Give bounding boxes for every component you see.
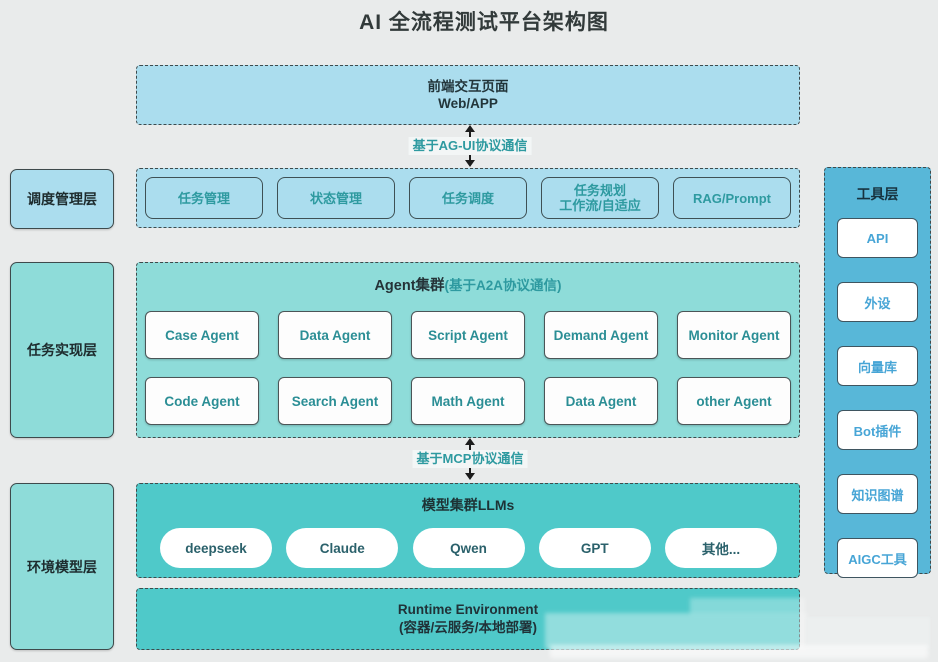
agent-data-2: Data Agent — [544, 377, 658, 425]
agent-case: Case Agent — [145, 311, 259, 359]
tool-peripherals: 外设 — [837, 282, 918, 322]
agent-math: Math Agent — [411, 377, 525, 425]
layer-environment-model-label: 环境模型层 — [27, 558, 97, 575]
agent-cluster-subtitle: (基于A2A协议通信) — [444, 278, 562, 293]
frontend-box: 前端交互页面 Web/APP — [136, 65, 800, 125]
agent-cluster-header: Agent集群(基于A2A协议通信) — [137, 274, 799, 295]
arrow-down-icon — [464, 160, 475, 167]
watermark-smudge — [806, 617, 930, 649]
layer-scheduling-label: 调度管理层 — [27, 191, 97, 207]
layer-task-implementation: 任务实现层 — [10, 262, 114, 438]
dispatch-item-state-management: 状态管理 — [277, 177, 395, 219]
agent-search: Search Agent — [278, 377, 392, 425]
tool-api: API — [837, 218, 918, 258]
agent-cluster: Agent集群(基于A2A协议通信) Case Agent Data Agent… — [136, 262, 800, 438]
agent-script: Script Agent — [411, 311, 525, 359]
dispatch-item-task-planning: 任务规划 工作流/自适应 — [541, 177, 659, 219]
agent-code: Code Agent — [145, 377, 259, 425]
model-claude: Claude — [286, 528, 399, 568]
agent-data-1: Data Agent — [278, 311, 392, 359]
tool-bot-plugin: Bot插件 — [837, 410, 918, 450]
tool-vector-db: 向量库 — [837, 346, 918, 386]
agent-grid: Case Agent Data Agent Script Agent Deman… — [145, 311, 791, 425]
layer-scheduling: 调度管理层 — [10, 169, 114, 229]
dispatch-item-task-management: 任务管理 — [145, 177, 263, 219]
tool-layer-title: 工具层 — [856, 186, 899, 202]
arrow-up-icon — [464, 438, 475, 445]
diagram-title: AI 全流程测试平台架构图 — [359, 11, 609, 34]
model-cluster: 模型集群LLMs deepseek Claude Qwen GPT 其他... — [136, 483, 800, 578]
tool-knowledge-graph: 知识图谱 — [837, 474, 918, 514]
arrow-up-icon — [464, 125, 475, 132]
model-gpt: GPT — [538, 528, 651, 568]
arrow-down-icon — [464, 473, 475, 480]
dispatch-row: 任务管理 状态管理 任务调度 任务规划 工作流/自适应 RAG/Prompt — [136, 168, 800, 228]
mcp-protocol-label: 基于MCP协议通信 — [412, 450, 528, 468]
model-pill-row: deepseek Claude Qwen GPT 其他... — [160, 528, 777, 568]
model-deepseek: deepseek — [160, 528, 272, 568]
agui-protocol-label: 基于AG-UI协议通信 — [408, 137, 532, 155]
runtime-environment-box: Runtime Environment (容器/云服务/本地部署) — [136, 588, 800, 650]
runtime-environment-label: Runtime Environment (容器/云服务/本地部署) — [397, 602, 539, 635]
agent-demand: Demand Agent — [544, 311, 658, 359]
layer-task-implementation-label: 任务实现层 — [27, 342, 97, 358]
model-other: 其他... — [665, 528, 777, 568]
model-cluster-title: 模型集群LLMs — [421, 497, 515, 513]
layer-environment-model: 环境模型层 — [10, 483, 114, 650]
agent-cluster-title: Agent集群 — [374, 278, 445, 294]
tool-aigc: AIGC工具 — [837, 538, 918, 578]
agent-monitor: Monitor Agent — [677, 311, 791, 359]
model-qwen: Qwen — [412, 528, 525, 568]
agent-other: other Agent — [677, 377, 791, 425]
dispatch-item-rag-prompt: RAG/Prompt — [673, 177, 791, 219]
dispatch-item-task-scheduling: 任务调度 — [409, 177, 527, 219]
tool-layer: 工具层 API 外设 向量库 Bot插件 知识图谱 AIGC工具 — [824, 167, 931, 578]
frontend-label: 前端交互页面 Web/APP — [427, 79, 509, 111]
